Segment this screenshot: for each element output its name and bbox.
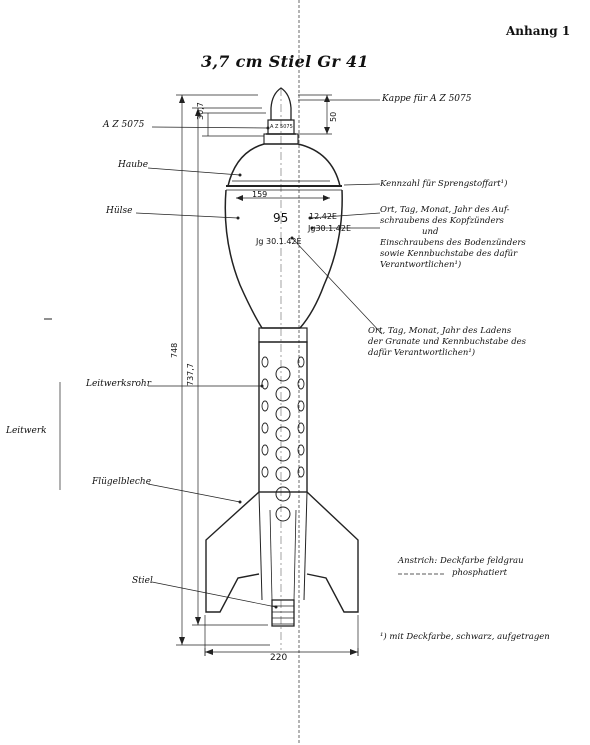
paint-title: Anstrich:: [398, 556, 438, 566]
annotation-kopf-boden: Ort, Tag, Monat, Jahr des Auf- schrauben…: [380, 205, 526, 270]
dim-d5: 748: [170, 342, 179, 358]
side-slots: [261, 356, 305, 478]
label-stiel: Stiel: [132, 576, 153, 586]
dim-d4: 737,7: [186, 363, 195, 386]
fuze-cap: [270, 87, 292, 121]
label-az: A Z 5075: [103, 120, 145, 130]
label-haube: Haube: [118, 160, 149, 170]
label-fluegelbleche: Flügelbleche: [92, 477, 152, 487]
appendix-label: Anhang 1: [506, 24, 571, 38]
label-leitwerksrohr: Leitwerksrohr: [86, 379, 152, 389]
dim-d6: 220: [270, 653, 288, 663]
stamp-date-1: 12.42E: [309, 212, 337, 221]
arrowheads: [179, 95, 358, 655]
stamp-date-2: Jg 30.1.42E: [256, 237, 302, 246]
paint-footnote: ¹) mit Deckfarbe, schwarz, aufgetragen: [380, 632, 550, 642]
fuze-label: A Z 5075: [270, 124, 293, 130]
label-kappe: Kappe für A Z 5075: [382, 94, 472, 104]
paint-phosphatiert: phosphatiert: [452, 568, 508, 578]
stiel-thread: [272, 605, 294, 625]
leader-lines: [59, 99, 383, 608]
haube: [227, 143, 341, 187]
fin-left: [205, 491, 260, 613]
vent-holes: [275, 366, 291, 522]
stamp-95: 95: [273, 211, 289, 225]
dim-d1: 30,7: [196, 102, 205, 120]
paint-gray: Deckfarbe feldgrau: [439, 556, 524, 566]
fin-right: [306, 491, 359, 613]
annotation-kennzahl: Kennzahl für Sprengstoffart¹): [380, 179, 508, 189]
label-huelse: Hülse: [106, 206, 133, 216]
leitwerksrohr: [258, 341, 308, 493]
tail-joint: [258, 327, 308, 343]
annotation-laden: Ort, Tag, Monat, Jahr des Ladens der Gra…: [368, 326, 527, 358]
dim-d3: 159: [252, 190, 268, 199]
label-leitwerk: Leitwerk: [6, 426, 47, 436]
dim-d2: 50: [329, 111, 338, 122]
paint-legend: Anstrich: Deckfarbe feldgrau: [398, 556, 524, 567]
leader-dots: [236, 126, 314, 609]
stamp-date-3: Jg30.1.42E: [308, 224, 352, 233]
drawing-title: 3,7 cm Stiel Gr 41: [201, 52, 369, 71]
stiel: [271, 599, 295, 627]
dimension-lines: [176, 94, 359, 656]
